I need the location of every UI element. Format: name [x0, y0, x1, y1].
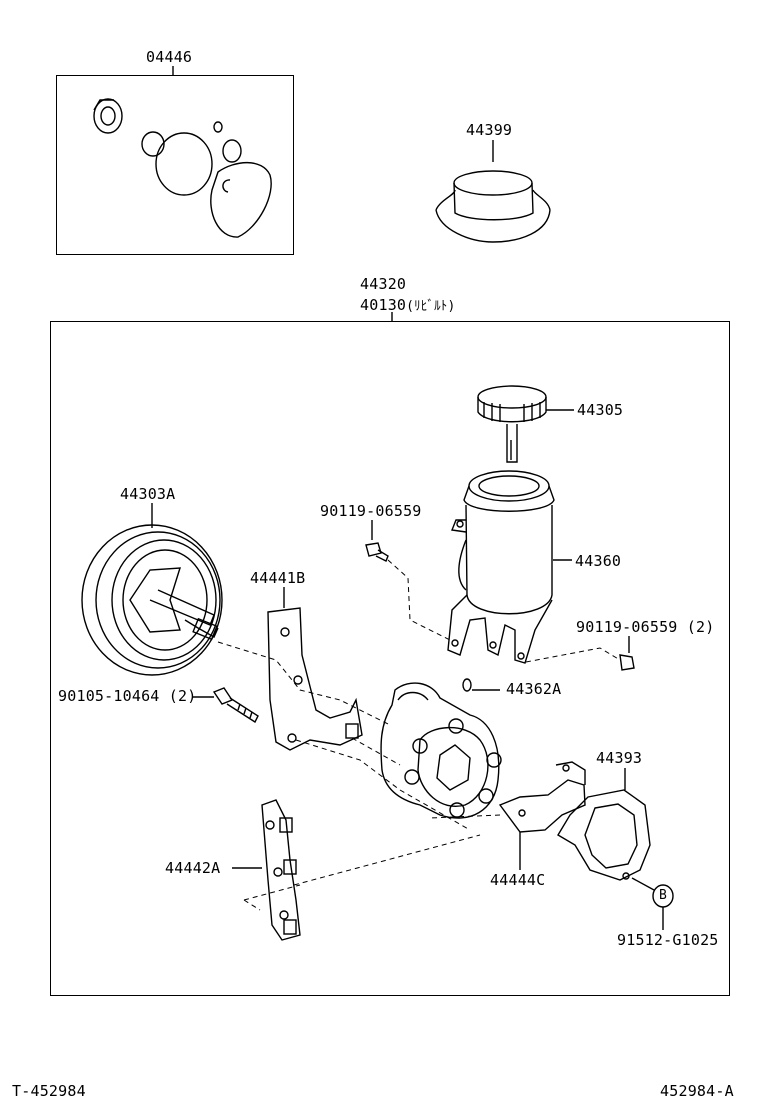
- assembly-rebuilt-note: (ﾘﾋﾞﾙﾄ): [406, 299, 456, 314]
- gasket-icon: [557, 789, 651, 881]
- bolt-icon: [365, 542, 389, 562]
- bearing-icon: [93, 98, 123, 134]
- pump-bracket-label: 44444C: [490, 871, 546, 889]
- pump-bracket-icon: [498, 761, 586, 833]
- gasket-label: 44393: [596, 749, 643, 767]
- o-ring-set-icon: [141, 121, 272, 238]
- cap-cover-part-label: 44399: [466, 121, 513, 139]
- o-ring-label: 44362A: [506, 680, 562, 698]
- bolt-b-label: 90119-06559 (2): [576, 618, 715, 636]
- bolt-d-label: 91512-G1025: [617, 931, 719, 949]
- long-bolt-icon: [212, 687, 259, 724]
- reservoir-cap-label: 44305: [577, 401, 624, 419]
- assembly-part-label: 44320: [360, 275, 407, 293]
- assembly-frame: [50, 321, 730, 996]
- kit-frame: [56, 75, 294, 255]
- cap-cover-icon: [435, 170, 551, 243]
- assembly-rebuilt-part: 40130: [360, 296, 407, 314]
- reference-mark-label: B: [659, 888, 668, 903]
- footer-left-code: T-452984: [12, 1082, 86, 1100]
- assembly-rebuilt-label: 40130(ﾘﾋﾞﾙﾄ): [360, 297, 456, 315]
- bolt-icon: [619, 654, 635, 671]
- reservoir-icon: [447, 440, 555, 664]
- lower-bracket-label: 44442A: [165, 859, 221, 877]
- upper-bracket-icon: [267, 607, 363, 751]
- bolt-a-label: 90119-06559: [320, 502, 422, 520]
- pulley-label: 44303A: [120, 485, 176, 503]
- pulley-icon: [81, 524, 223, 676]
- kit-part-label: 04446: [146, 48, 193, 66]
- reservoir-label: 44360: [575, 552, 622, 570]
- pump-body-icon: [380, 682, 502, 819]
- upper-bracket-label: 44441B: [250, 569, 306, 587]
- reservoir-cap-icon: [477, 385, 547, 463]
- footer-right-code: 452984-A: [660, 1082, 734, 1100]
- lower-bracket-icon: [261, 799, 301, 941]
- bolt-c-label: 90105-10464 (2): [58, 687, 197, 705]
